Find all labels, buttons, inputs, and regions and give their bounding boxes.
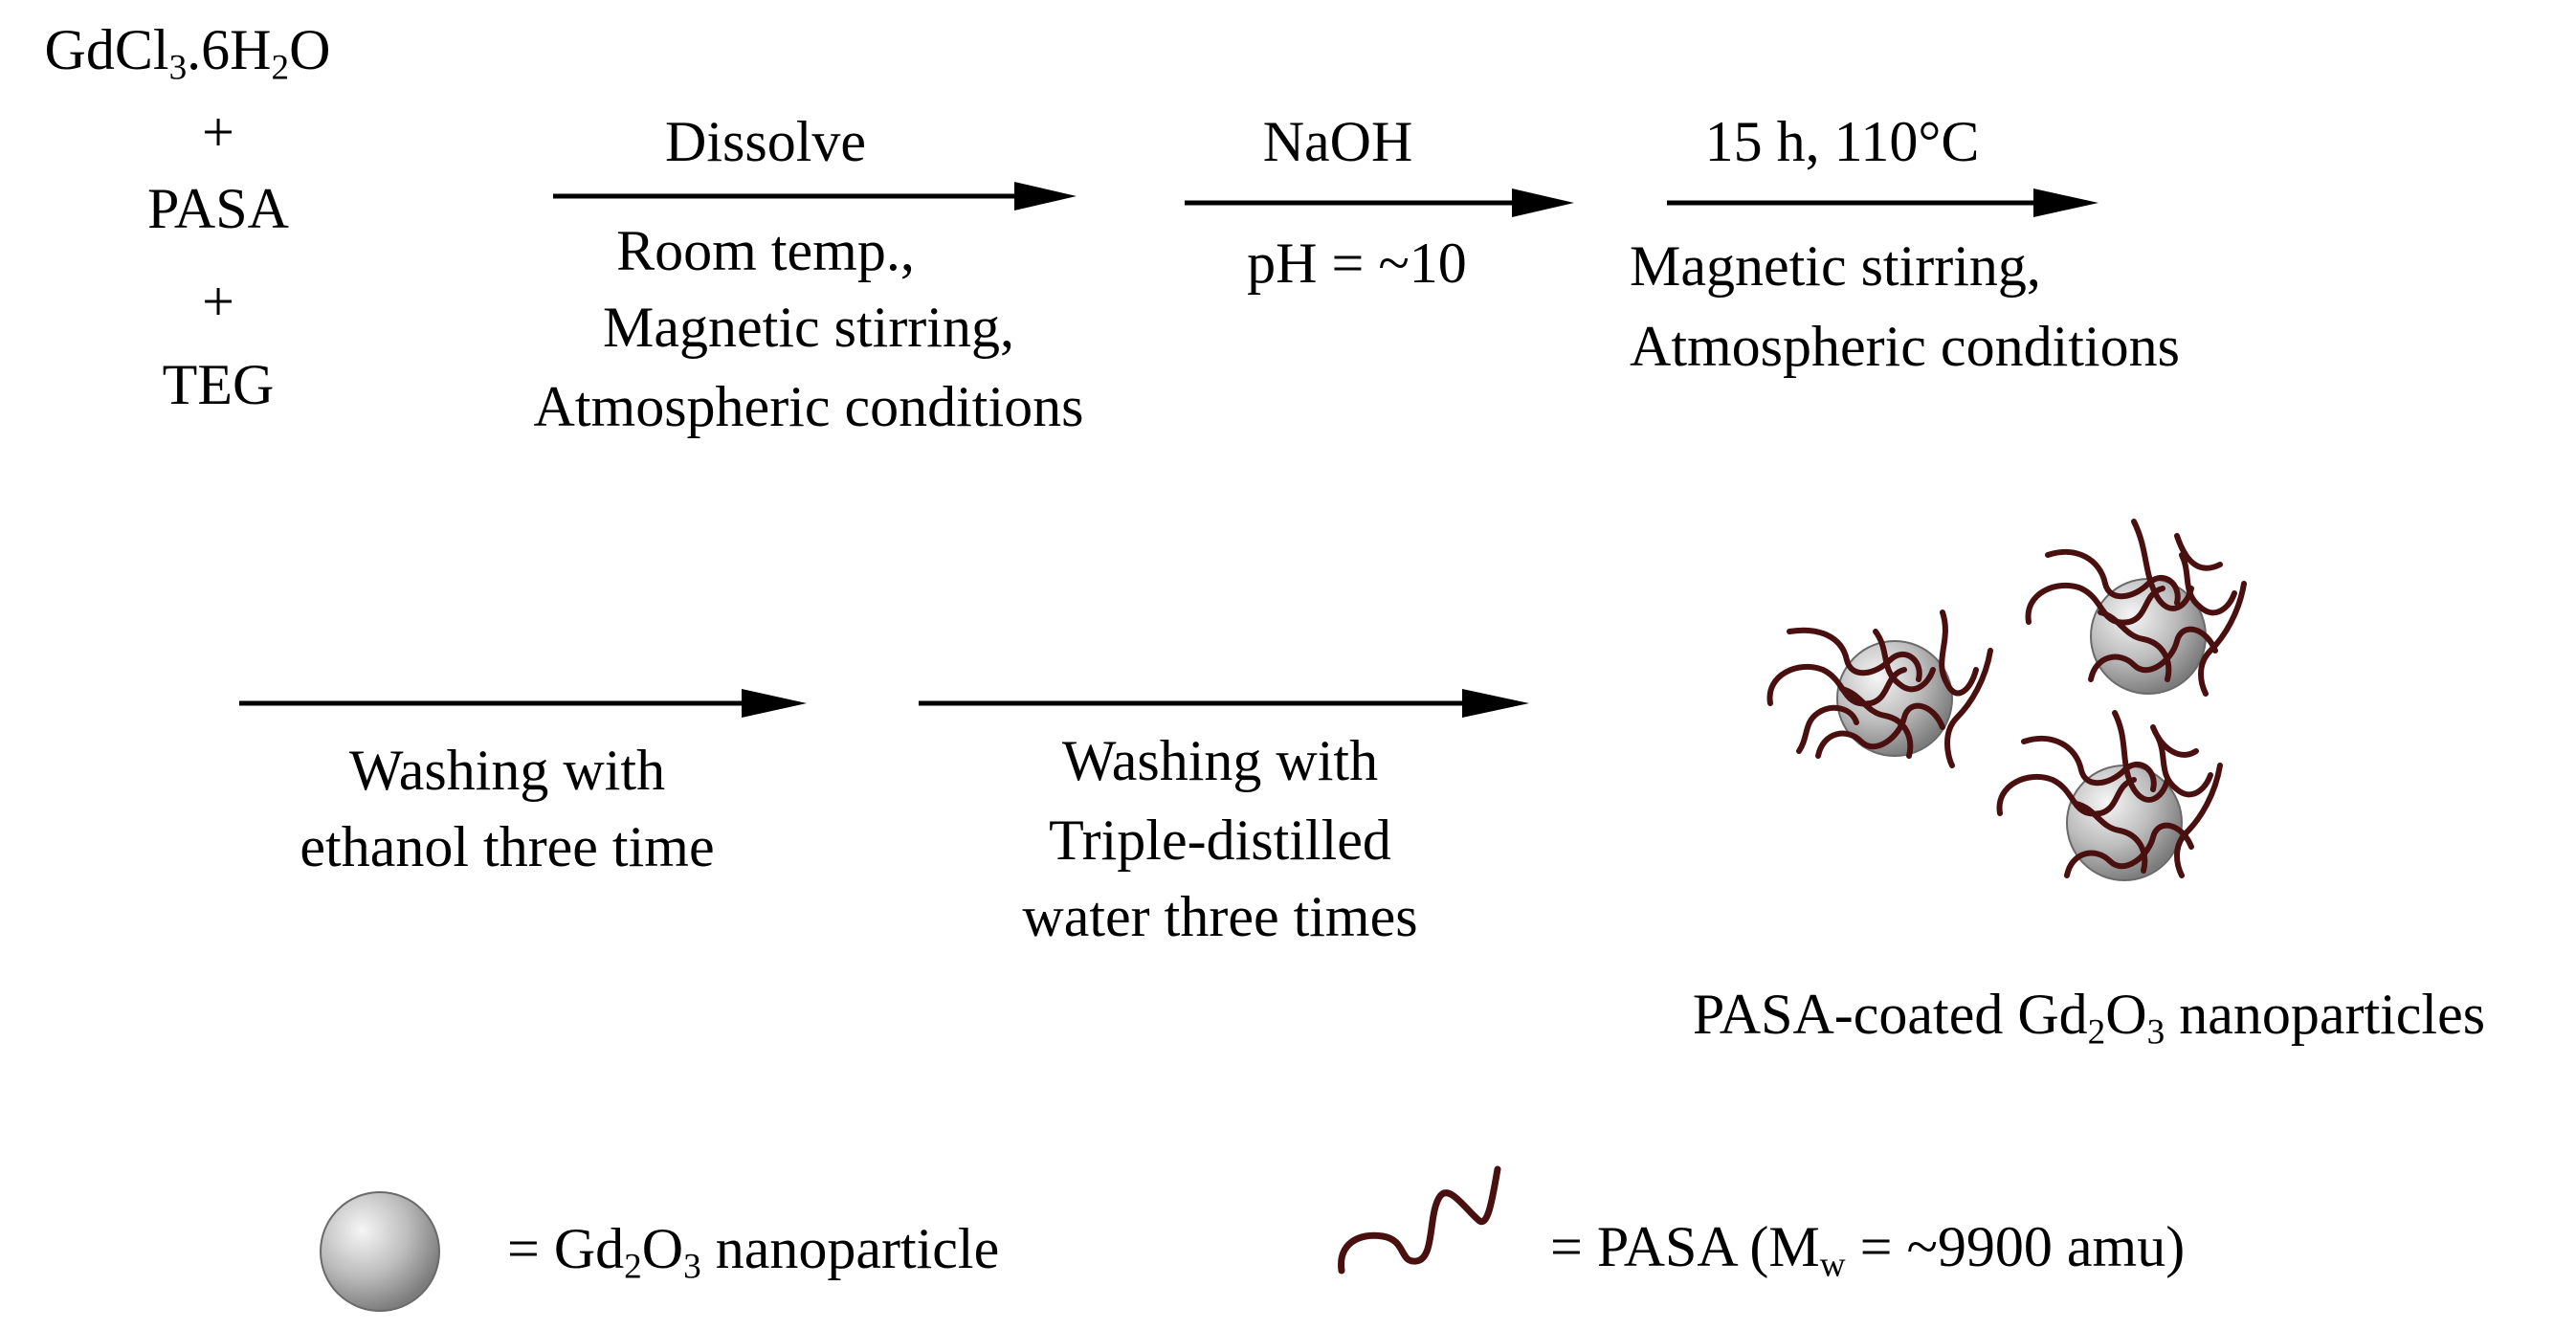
pasa-polymer-strands (1996, 710, 2223, 878)
arrow-step5 (919, 689, 1529, 718)
pasa-polymer-strands (2025, 519, 2247, 697)
step5-condition: water three times (1022, 885, 1418, 948)
legend-pasa-strand-icon (1338, 1165, 1501, 1275)
coated-nanoparticle (1996, 710, 2223, 881)
product-label: PASA-coated Gd2O3 nanoparticles (1692, 983, 2486, 1053)
plus-sign: + (202, 100, 234, 164)
step5-condition: Washing with (1061, 729, 1379, 792)
coated-nanoparticle (1766, 610, 1993, 768)
step4-condition: ethanol three time (300, 815, 715, 878)
reactant-pasa: PASA (147, 177, 289, 240)
step2-reagent: NaOH (1262, 110, 1413, 173)
reactant-teg: TEG (162, 353, 275, 416)
step1-condition: Magnetic stirring, (603, 296, 1014, 359)
pasa-polymer-strands (1766, 610, 1993, 768)
arrow-step4 (239, 689, 807, 718)
plus-sign: + (202, 270, 234, 333)
step5-condition: Triple-distilled (1049, 809, 1391, 872)
legend-pasa-label: = PASA (Mw = ~9900 amu) (1550, 1215, 2186, 1285)
step3-condition: Atmospheric conditions (1630, 315, 2180, 378)
arrow-step1 (553, 182, 1077, 211)
step3-condition: Magnetic stirring, (1630, 234, 2041, 298)
reactant-gdcl3: GdCl3.6H2O (44, 18, 331, 88)
arrow-step3 (1667, 188, 2099, 217)
coated-nanoparticle (2025, 519, 2247, 697)
step1-condition: Room temp., (616, 219, 915, 282)
legend-nanoparticle-icon (320, 1191, 440, 1312)
step1-reagent: Dissolve (665, 110, 866, 173)
step3-reagent: 15 h, 110°C (1704, 110, 1980, 173)
step2-condition: pH = ~10 (1247, 232, 1467, 295)
arrow-step2 (1185, 188, 1574, 217)
step4-condition: Washing with (348, 739, 666, 802)
step1-condition: Atmospheric conditions (533, 375, 1084, 438)
legend-nanoparticle-label: = Gd2O3 nanoparticle (507, 1217, 1000, 1287)
